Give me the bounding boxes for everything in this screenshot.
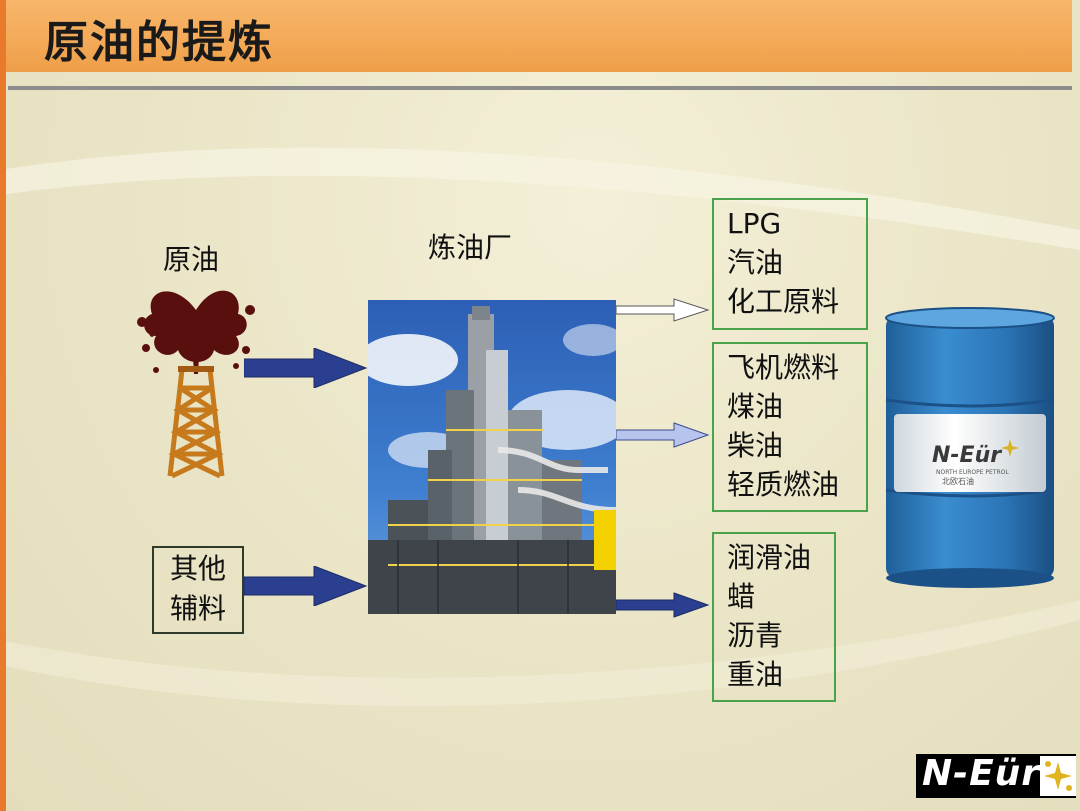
product-group-heavy: 润滑油 蜡 沥青 重油 [712, 532, 836, 702]
product-item: 化工原料 [727, 285, 840, 318]
crude-to-refinery-arrow [244, 348, 368, 388]
product-item: 润滑油 [727, 541, 812, 574]
star-icon [1040, 756, 1076, 796]
oil-gusher-icon [137, 290, 255, 479]
drum-chinese-text: 北欧石油 [942, 476, 974, 486]
company-logo: N-Eür [916, 754, 1076, 798]
auxiliary-line-1: 其他 [169, 552, 226, 585]
product-item: LPG [727, 207, 782, 240]
auxiliary-line-2: 辅料 [169, 592, 226, 625]
refinery-to-lubricant-arrow [616, 592, 710, 618]
product-item: 重油 [727, 658, 784, 691]
refinery-to-kerosene-arrow [616, 422, 710, 448]
oil-drum-image: N-Eür NORTH EUROPE PETROL 北欧石油 [885, 307, 1055, 588]
refinery-image [368, 300, 616, 614]
product-item: 煤油 [727, 390, 784, 423]
product-item: 轻质燃油 [727, 468, 840, 501]
accent-stripe [0, 0, 6, 811]
refinery-label: 炼油厂 [428, 231, 513, 264]
page-title: 原油的提炼 [44, 17, 274, 68]
auxiliary-materials-box: 其他 辅料 [152, 546, 244, 634]
product-item: 飞机燃料 [727, 351, 840, 384]
refinery-to-lpg-arrow [616, 298, 710, 322]
title-divider [8, 86, 1072, 90]
title-bar [0, 0, 1072, 72]
logo-text: N-Eür [922, 754, 1041, 794]
drum-subtitle: NORTH EUROPE PETROL [936, 469, 1009, 476]
drum-brand: N-Eür [932, 443, 1002, 468]
product-item: 汽油 [727, 246, 784, 279]
product-item: 蜡 [727, 580, 756, 613]
product-group-middle: 飞机燃料 煤油 柴油 轻质燃油 [712, 342, 868, 512]
product-item: 柴油 [727, 429, 784, 462]
crude-oil-label: 原油 [163, 243, 220, 276]
auxiliary-to-refinery-arrow [244, 566, 368, 606]
product-group-light: LPG 汽油 化工原料 [712, 198, 868, 330]
product-item: 沥青 [727, 619, 784, 652]
